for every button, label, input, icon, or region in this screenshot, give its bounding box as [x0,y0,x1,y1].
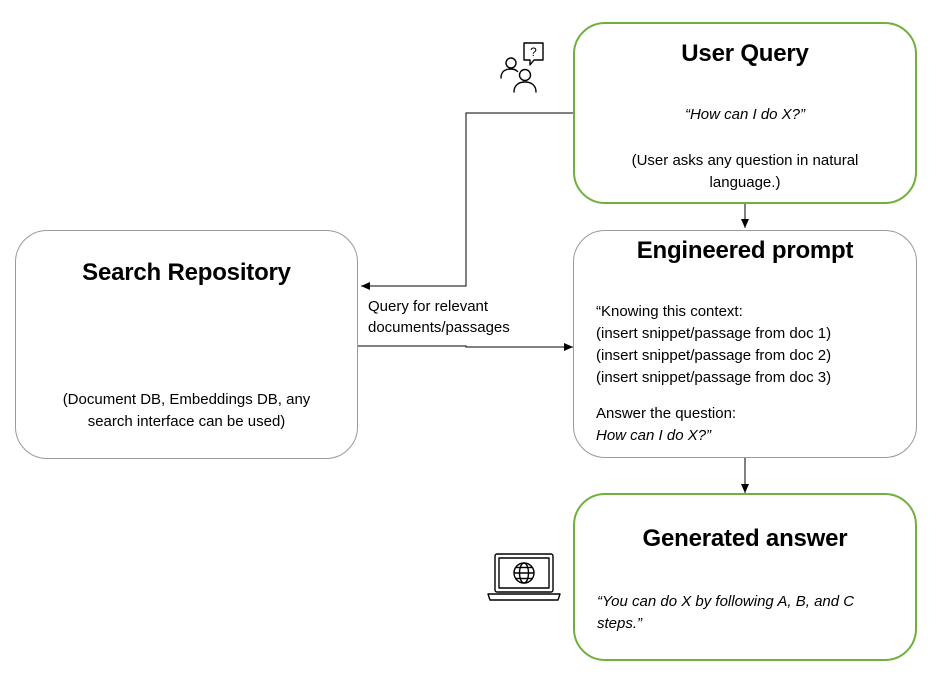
user-query-example: “How can I do X?” [684,106,806,123]
svg-text:?: ? [530,45,537,59]
user-query-description-line2: language.) [709,174,781,191]
search-repository-description-line2: search interface can be used) [87,413,286,430]
user-query-description-line1: (User asks any question in natural [631,152,859,169]
generated-answer-line1: “You can do X by following A, B, and C [597,593,855,610]
user-query-title: User Query [681,40,809,67]
query-to-search-connector [361,112,574,290]
engineered-prompt-line1: “Knowing this context: [596,303,743,320]
generated-answer-line2: steps.” [597,615,643,632]
engineered-prompt-line4: (insert snippet/passage from doc 3) [596,369,832,386]
laptop-globe-icon [487,553,561,601]
user-query-box: User Query “How can I do X?” (User asks … [573,22,917,204]
engineered-prompt-box: Engineered prompt “Knowing this context:… [573,230,917,458]
engineered-prompt-line5: Answer the question: [596,405,737,422]
search-repository-description-line1: (Document DB, Embeddings DB, any [62,391,311,408]
edge-label-line2: documents/passages [368,319,510,336]
engineered-prompt-line2: (insert snippet/passage from doc 1) [596,325,832,342]
engineered-prompt-title: Engineered prompt [636,237,854,264]
search-repository-title: Search Repository [82,259,291,286]
search-to-prompt-connector [358,343,573,351]
generated-answer-box: Generated answer “You can do X by follow… [573,493,917,661]
engineered-prompt-line6: How can I do X?” [596,427,712,444]
edge-label-line1: Query for relevant [368,298,489,315]
search-repository-box: Search Repository (Document DB, Embeddin… [15,230,358,459]
engineered-prompt-line3: (insert snippet/passage from doc 2) [596,347,832,364]
users-question-icon: ? [500,42,544,93]
generated-answer-title: Generated answer [642,525,848,552]
